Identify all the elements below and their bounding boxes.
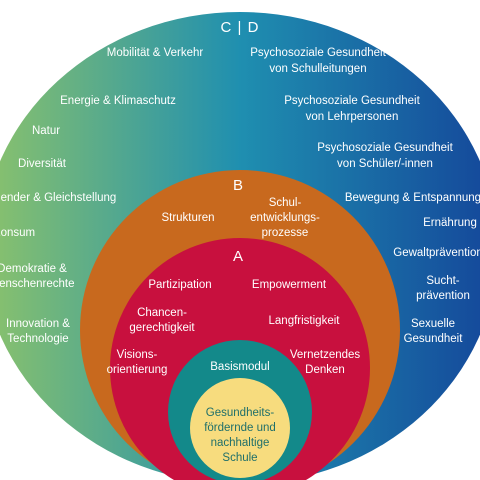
ring-b-label: B xyxy=(233,177,243,194)
outer-label-cd: C | D xyxy=(221,19,260,36)
ring-b-item-strukturen: Strukturen xyxy=(161,212,214,224)
outer-item-konsum: Konsum xyxy=(0,227,35,239)
outer-item-gender: Gender & Gleichstellung xyxy=(0,192,116,204)
core-line-3: nachhaltige xyxy=(211,437,270,449)
outer-item-diversitaet: Diversität xyxy=(18,158,67,170)
outer-item-psych-lehrpersonen-line2: von Lehrpersonen xyxy=(306,111,399,123)
outer-item-innovation-line1: Innovation & xyxy=(6,318,70,330)
ring-a-item-partizipation: Partizipation xyxy=(148,279,211,291)
ring-a-item-chancen-line1: Chancen- xyxy=(137,307,187,319)
ring-a-item-empowerment: Empowerment xyxy=(252,279,327,291)
outer-item-demokratie-line2: Menschenrechte xyxy=(0,278,75,290)
outer-item-ernaehrung: Ernährung xyxy=(423,217,477,229)
outer-item-sucht-line2: prävention xyxy=(416,290,470,302)
outer-item-psych-schulleitungen-line1: Psychosoziale Gesundheit xyxy=(250,47,386,59)
ring-a-item-visionsorientierung-line1: Visions- xyxy=(117,349,158,361)
outer-item-gewaltpraevention: Gewaltprävention xyxy=(393,247,480,259)
core-line-2: fördernde und xyxy=(204,422,276,434)
ring-b-item-schulentwicklung-line2: entwicklungs- xyxy=(250,212,320,224)
ring-a-label: A xyxy=(233,248,243,265)
core-line-4: Schule xyxy=(222,452,257,464)
outer-item-energie: Energie & Klimaschutz xyxy=(60,95,176,107)
outer-item-psych-schueler-line2: von Schüler/-innen xyxy=(337,158,433,170)
outer-item-sexuelle-line1: Sexuelle xyxy=(411,318,455,330)
outer-item-demokratie-line1: Demokratie & xyxy=(0,263,67,275)
ring-a-item-vernetzendes-line1: Vernetzendes xyxy=(290,349,361,361)
outer-item-psych-lehrpersonen-line1: Psychosoziale Gesundheit xyxy=(284,95,420,107)
core-circle xyxy=(190,378,290,478)
ring-a-item-vernetzendes-line2: Denken xyxy=(305,364,345,376)
outer-item-mobilitaet: Mobilität & Verkehr xyxy=(107,47,204,59)
outer-item-natur: Natur xyxy=(32,125,60,137)
basismodul-label: Basismodul xyxy=(210,361,269,373)
outer-item-innovation-line2: Technologie xyxy=(7,333,68,345)
ring-b-item-schulentwicklung-line3: prozesse xyxy=(262,227,309,239)
outer-item-sucht-line1: Sucht- xyxy=(426,275,459,287)
core-line-1: Gesundheits- xyxy=(206,407,275,419)
outer-item-psych-schueler-line1: Psychosoziale Gesundheit xyxy=(317,142,453,154)
ring-a-item-visionsorientierung-line2: orientierung xyxy=(107,364,168,376)
outer-item-bewegung: Bewegung & Entspannung xyxy=(345,192,480,204)
outer-item-sexuelle-line2: Gesundheit xyxy=(404,333,464,345)
ring-b-item-schulentwicklung-line1: Schul- xyxy=(269,197,302,209)
outer-item-psych-schulleitungen-line2: von Schulleitungen xyxy=(269,63,366,75)
ring-a-item-chancen-line2: gerechtigkeit xyxy=(129,322,195,334)
ring-a-item-langfristigkeit: Langfristigkeit xyxy=(269,315,341,327)
